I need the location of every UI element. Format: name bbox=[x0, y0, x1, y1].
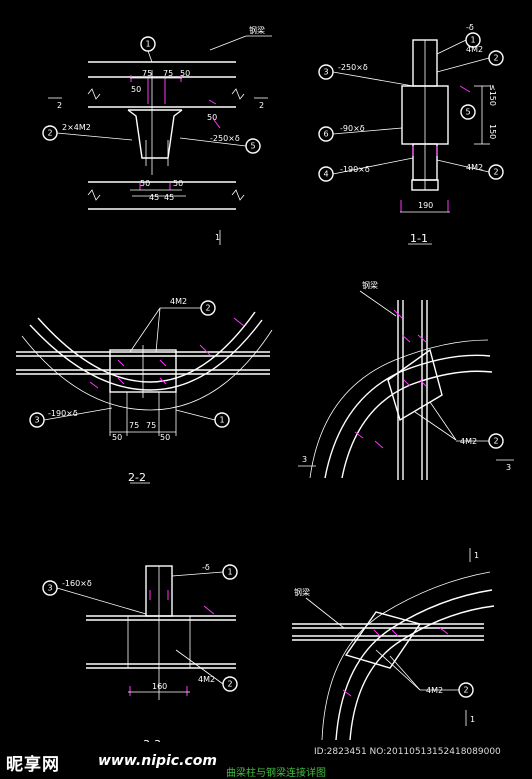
bolts-label: 2×4M2 bbox=[62, 123, 91, 132]
cut-marker-bottom: 1 bbox=[215, 233, 220, 242]
marker-1-1-d: 5 bbox=[465, 108, 470, 117]
section-title-2-2: 2-2 bbox=[128, 471, 146, 484]
watermark-id: ID:2823451 NO:20110513152418089000 bbox=[314, 747, 501, 757]
plate-top-label: -250×δ bbox=[338, 63, 368, 72]
bolts-br: 4M2 bbox=[426, 686, 443, 695]
dim-2-2-c: 75 bbox=[146, 421, 156, 430]
dim-top-3: 50 bbox=[180, 69, 190, 78]
section-title-1-1: 1-1 bbox=[410, 232, 428, 245]
dim-bottom-2b: 45 bbox=[164, 193, 174, 202]
cut-marker-plan-right: 3 bbox=[506, 463, 511, 472]
cut-marker-br-bottom: 1 bbox=[470, 715, 475, 724]
bolts-plan: 4M2 bbox=[460, 437, 477, 446]
cut-marker-plan-left: 3 bbox=[302, 455, 307, 464]
marker-2-2-c: 1 bbox=[219, 416, 224, 425]
plate-2-2: -190×δ bbox=[48, 409, 78, 418]
beam-label: 钢梁 bbox=[249, 25, 265, 35]
plate-3-3: -160×δ bbox=[62, 579, 92, 588]
dim-v2: 150 bbox=[488, 124, 497, 139]
marker-1-1-g: 2 bbox=[493, 168, 498, 177]
plate-end-label: -δ bbox=[466, 23, 474, 32]
dim-bottom-2a: 45 bbox=[149, 193, 159, 202]
marker-5: 5 bbox=[250, 142, 255, 151]
dim-left: 50 bbox=[131, 85, 141, 94]
detail-top-right bbox=[318, 32, 504, 245]
watermark-footer: 昵享网 www.nipic.com ID:2823451 NO:20110513… bbox=[0, 742, 532, 779]
marker-1-1-e: 6 bbox=[323, 130, 328, 139]
cut-marker-right: 2 bbox=[259, 101, 264, 110]
bolts-top-label: 4M2 bbox=[466, 45, 483, 54]
drawing-title: 曲梁柱与钢梁连接详图 bbox=[226, 768, 326, 779]
marker-2-2-a: 2 bbox=[205, 304, 210, 313]
detail-mid-right bbox=[298, 290, 514, 480]
marker-1-1-a: 1 bbox=[470, 36, 475, 45]
dim-right: 50 bbox=[207, 113, 217, 122]
beam-label-plan: 钢梁 bbox=[362, 280, 378, 290]
watermark-logo: 昵享网 bbox=[6, 755, 60, 775]
marker-2-2-b: 3 bbox=[34, 416, 39, 425]
dim-top-2: 75 bbox=[163, 69, 173, 78]
bolts-bottom-label: 4M2 bbox=[466, 163, 483, 172]
dim-2-2-d: 50 bbox=[160, 433, 170, 442]
plate-label: -250×δ bbox=[210, 134, 240, 143]
dim-2-2-a: 50 bbox=[112, 433, 122, 442]
detail-bottom-right bbox=[292, 548, 495, 741]
watermark-url: www.nipic.com bbox=[98, 753, 217, 769]
dim-v1: ≤150 bbox=[488, 84, 497, 106]
dim-bottom-190: 190 bbox=[418, 201, 433, 210]
detail-bottom-left bbox=[42, 564, 238, 751]
plate-bottom-label: -190×δ bbox=[340, 165, 370, 174]
marker-1-1-c: 3 bbox=[323, 68, 328, 77]
dim-3-3: 160 bbox=[152, 682, 167, 691]
cut-marker-br-top: 1 bbox=[474, 551, 479, 560]
marker-3-3-c: 2 bbox=[227, 680, 232, 689]
detail-top-left bbox=[42, 35, 272, 245]
bolts-2-2: 4M2 bbox=[170, 297, 187, 306]
marker-3-3-b: 3 bbox=[47, 584, 52, 593]
marker-1-1-f: 4 bbox=[323, 170, 328, 179]
bolts-3-3: 4M2 bbox=[198, 675, 215, 684]
dim-bottom-1b: 50 bbox=[173, 179, 183, 188]
detail-mid-left bbox=[16, 300, 273, 484]
marker-1: 1 bbox=[145, 40, 150, 49]
marker-2: 2 bbox=[47, 129, 52, 138]
cut-marker-left: 2 bbox=[57, 101, 62, 110]
marker-1-1-b: 2 bbox=[493, 54, 498, 63]
marker-3-3-a: 1 bbox=[227, 568, 232, 577]
dim-top-1: 75 bbox=[142, 69, 152, 78]
marker-br-2: 2 bbox=[463, 686, 468, 695]
plate-end-3-3: -δ bbox=[202, 563, 210, 572]
beam-label-br: 钢梁 bbox=[294, 587, 310, 597]
dim-2-2-b: 75 bbox=[129, 421, 139, 430]
plate-mid-label: -90×δ bbox=[340, 124, 365, 133]
dim-bottom-1a: 50 bbox=[140, 179, 150, 188]
marker-plan-2: 2 bbox=[493, 437, 498, 446]
